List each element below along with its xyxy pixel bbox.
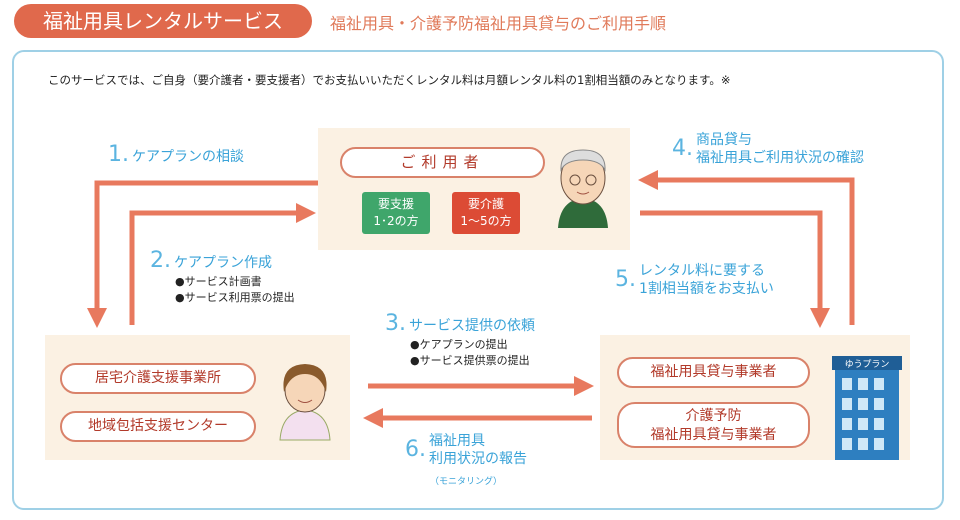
monitoring-label: （モニタリング） — [430, 477, 503, 487]
home-care-office: 居宅介護支援事業所 — [60, 363, 256, 394]
community-support-center: 地域包括支援センター — [60, 411, 256, 442]
diagram-frame — [12, 50, 944, 510]
step-5: 5.レンタル料に要する 1割相当額をお支払い — [615, 262, 774, 298]
rental-provider: 福祉用具貸与事業者 — [617, 357, 810, 388]
step-6: 6.福祉用具 利用状況の報告 — [405, 432, 527, 468]
step-2-bullets: ●サービス計画書 ●サービス利用票の提出 — [175, 274, 295, 306]
step-text: ケアプランの相談 — [132, 149, 244, 165]
elderly-man-icon — [558, 149, 608, 228]
step-2: 2.ケアプラン作成 — [150, 250, 272, 272]
step-3-bullets: ●ケアプランの提出 ●サービス提供票の提出 — [410, 337, 530, 369]
step-4: 4.商品貸与 福祉用具ご利用状況の確認 — [672, 131, 864, 167]
step-text: 商品貸与 福祉用具ご利用状況の確認 — [696, 132, 864, 166]
care-level-tag: 要介護 1〜5の方 — [452, 192, 520, 234]
step-number: 1. — [108, 142, 129, 167]
arrow-step2 — [129, 203, 316, 325]
step-number: 3. — [385, 311, 406, 336]
step-number: 5. — [615, 267, 636, 292]
step-text: ケアプラン作成 — [174, 255, 272, 271]
step-text: 福祉用具 利用状況の報告 — [429, 433, 527, 467]
subtitle: 福祉用具・介護予防福祉用具貸与のご利用手順 — [330, 14, 667, 33]
bullet: ●サービス提供票の提出 — [410, 354, 530, 367]
arrow-step5 — [640, 210, 830, 328]
bullet: ●サービス利用票の提出 — [175, 291, 295, 304]
bullet: ●サービス計画書 — [175, 275, 262, 288]
step-1: 1.ケアプランの相談 — [108, 144, 244, 166]
rental-office-building-icon: ゆうプラン — [832, 356, 902, 460]
step-3: 3.サービス提供の依頼 — [385, 313, 535, 335]
preventive-rental-provider: 介護予防 福祉用具貸与事業者 — [617, 402, 810, 448]
step-number: 4. — [672, 136, 693, 161]
step-text: サービス提供の依頼 — [409, 318, 535, 334]
note-text: このサービスでは、ご自身（要介護者・要支援者）でお支払いいただくレンタル料は月額… — [48, 73, 731, 87]
step-number: 6. — [405, 437, 426, 462]
arrow-step4 — [638, 170, 855, 325]
support-level-tag: 要支援 1･2の方 — [362, 192, 430, 234]
building-sign: ゆうプラン — [845, 359, 890, 370]
step-number: 2. — [150, 248, 171, 273]
care-manager-woman-icon — [279, 364, 331, 441]
title-pill: 福祉用具レンタルサービス — [14, 4, 312, 38]
arrow-step1 — [87, 180, 318, 328]
bullet: ●ケアプランの提出 — [410, 338, 508, 351]
step-text: レンタル料に要する 1割相当額をお支払い — [639, 263, 774, 297]
user-label: ご利用者 — [340, 147, 545, 178]
